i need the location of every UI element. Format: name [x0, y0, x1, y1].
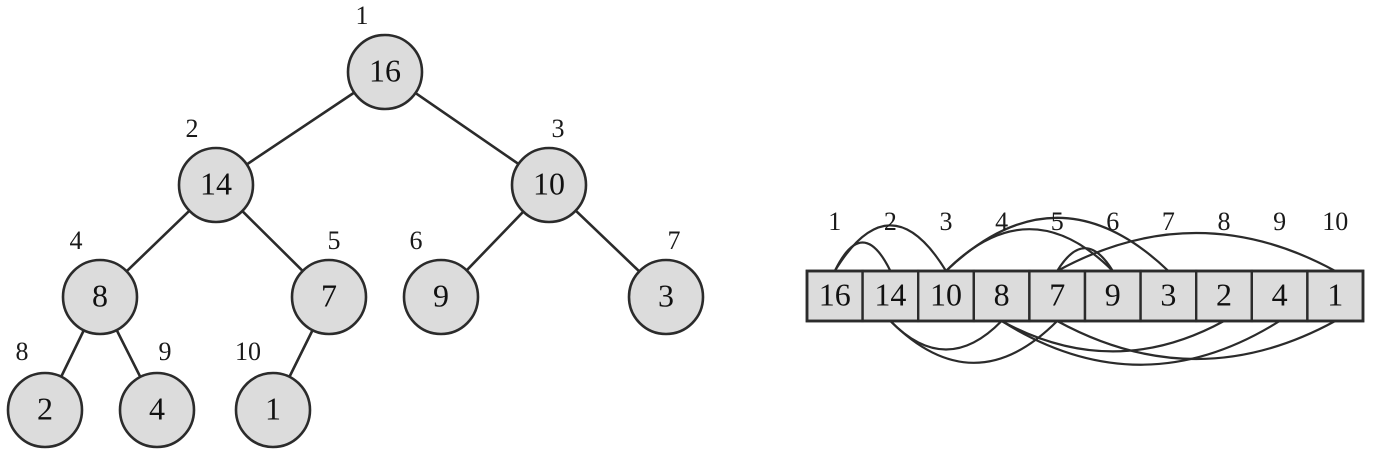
array-index-label-6: 6: [1106, 207, 1119, 236]
tree-node-value: 14: [200, 165, 232, 201]
array-cell-2[interactable]: 14: [861, 269, 920, 323]
tree-node-3[interactable]: 10 3: [510, 114, 588, 224]
tree-edge-1-2: [244, 90, 357, 167]
tree-edge-2-5: [240, 209, 305, 273]
array-parent-child-arc-5-10: [1056, 320, 1336, 361]
array-cell-value: 3: [1160, 276, 1176, 312]
array-parent-child-arc-4-9: [1001, 320, 1281, 366]
tree-node-index-label: 3: [552, 114, 565, 143]
array-cell-8[interactable]: 2: [1194, 269, 1253, 323]
array-index-label-10: 10: [1322, 207, 1348, 236]
array-cell-box: [972, 269, 1031, 323]
tree-node-1[interactable]: 161: [346, 1, 424, 111]
tree-node-index-label: 1: [356, 1, 369, 30]
array-outline: [805, 269, 1365, 323]
tree-node-index-label: 6: [410, 226, 423, 255]
tree-edge-2-4: [124, 208, 192, 274]
array-cell-6[interactable]: 9: [1083, 269, 1142, 323]
array-cell-value: 9: [1105, 276, 1121, 312]
tree-node-value: 9: [433, 277, 449, 313]
array-index-label-7: 7: [1162, 207, 1175, 236]
tree-node-index-label: 10: [235, 337, 261, 366]
array-index-label-5: 5: [1051, 207, 1064, 236]
array-parent-child-arc-5-6: [1056, 247, 1114, 272]
tree-node-index-label: 4: [70, 226, 83, 255]
array-parent-child-arc-4-8: [1001, 320, 1225, 353]
tree-node-value: 16: [369, 52, 401, 88]
array-cell-9[interactable]: 4: [1250, 269, 1309, 323]
array-cell-1[interactable]: 16: [805, 269, 864, 323]
array-parent-child-arc-1-3: [833, 224, 947, 272]
tree-node-circle: [346, 33, 424, 111]
array-index-label-1: 1: [828, 207, 841, 236]
tree-node-circle: [627, 258, 705, 336]
tree-node-value: 10: [533, 165, 565, 201]
tree-node-9[interactable]: 49: [118, 337, 196, 449]
array-cell-value: 2: [1216, 276, 1232, 312]
tree-edge-3-7: [573, 208, 642, 274]
array-cell-7[interactable]: 3: [1139, 269, 1198, 323]
tree-node-circle: [290, 258, 368, 336]
tree-node-10[interactable]: 110: [234, 337, 312, 449]
tree-node-value: 8: [92, 277, 108, 313]
tree-node-4[interactable]: 84: [61, 226, 139, 336]
tree-edges: [59, 90, 642, 380]
tree-node-value: 2: [37, 390, 53, 426]
tree-node-circle: [177, 146, 255, 224]
array-index-label-8: 8: [1218, 207, 1231, 236]
array-cell-4[interactable]: 8: [972, 269, 1031, 323]
array-cell-3[interactable]: 10: [917, 269, 976, 323]
array-cells: 16 14 10 8 7 9 3 2 4 1: [805, 269, 1365, 323]
array-cell-5[interactable]: 7: [1028, 269, 1087, 323]
tree-node-circle: [6, 371, 84, 449]
array-cell-box: [1306, 269, 1365, 323]
tree-node-index-label: 5: [328, 226, 341, 255]
tree-node-circle: [510, 146, 588, 224]
array-index-label-9: 9: [1273, 207, 1286, 236]
array-cell-box: [1083, 269, 1142, 323]
tree-node-index-label: 2: [186, 114, 199, 143]
tree-node-value: 3: [658, 277, 674, 313]
array-cell-box: [1139, 269, 1198, 323]
array-parent-child-arc-5-10: [1056, 231, 1336, 272]
tree-node-circle: [402, 258, 480, 336]
array-cell-value: 8: [994, 276, 1010, 312]
tree-node-7[interactable]: 37: [627, 226, 705, 336]
array-parent-child-arc-2-5: [889, 320, 1058, 364]
tree-node-value: 4: [149, 390, 165, 426]
array-cell-value: 4: [1272, 276, 1288, 312]
tree-edge-3-6: [464, 209, 526, 273]
array-cell-value: 10: [930, 276, 962, 312]
tree-node-5[interactable]: 75: [290, 226, 368, 336]
tree-edge-4-8: [59, 328, 86, 379]
array-cell-value: 7: [1049, 276, 1065, 312]
array-cell-box: [917, 269, 976, 323]
array-index-label-4: 4: [995, 207, 1008, 236]
array-parent-child-arc-3-7: [945, 216, 1170, 272]
tree-edge-4-9: [114, 327, 143, 380]
tree-node-circle: [234, 371, 312, 449]
tree-edge-5-10: [287, 327, 315, 380]
tree-node-index-label: 9: [159, 337, 172, 366]
array-index-label-3: 3: [940, 207, 953, 236]
tree-edge-1-3: [413, 91, 521, 166]
array-index-labels: 1 2 3 4 5 6 7 8 9 10: [828, 207, 1348, 236]
array-cell-10[interactable]: 1: [1306, 269, 1365, 323]
array-cell-value: 1: [1327, 276, 1343, 312]
array-cell-value: 16: [819, 276, 851, 312]
tree-node-value: 1: [265, 390, 281, 426]
tree-node-circle: [61, 258, 139, 336]
tree-node-6[interactable]: 96: [402, 226, 480, 336]
tree-node-circle: [118, 371, 196, 449]
array-cell-value: 14: [874, 276, 906, 312]
tree-node-index-label: 8: [16, 337, 29, 366]
tree-node-8[interactable]: 28: [6, 337, 84, 449]
tree-node-index-label: 7: [668, 226, 681, 255]
tree-node-2[interactable]: 142: [177, 114, 255, 224]
tree-node-value: 7: [321, 277, 337, 313]
array-link-arcs: [833, 216, 1336, 366]
array-index-label-2: 2: [884, 207, 897, 236]
